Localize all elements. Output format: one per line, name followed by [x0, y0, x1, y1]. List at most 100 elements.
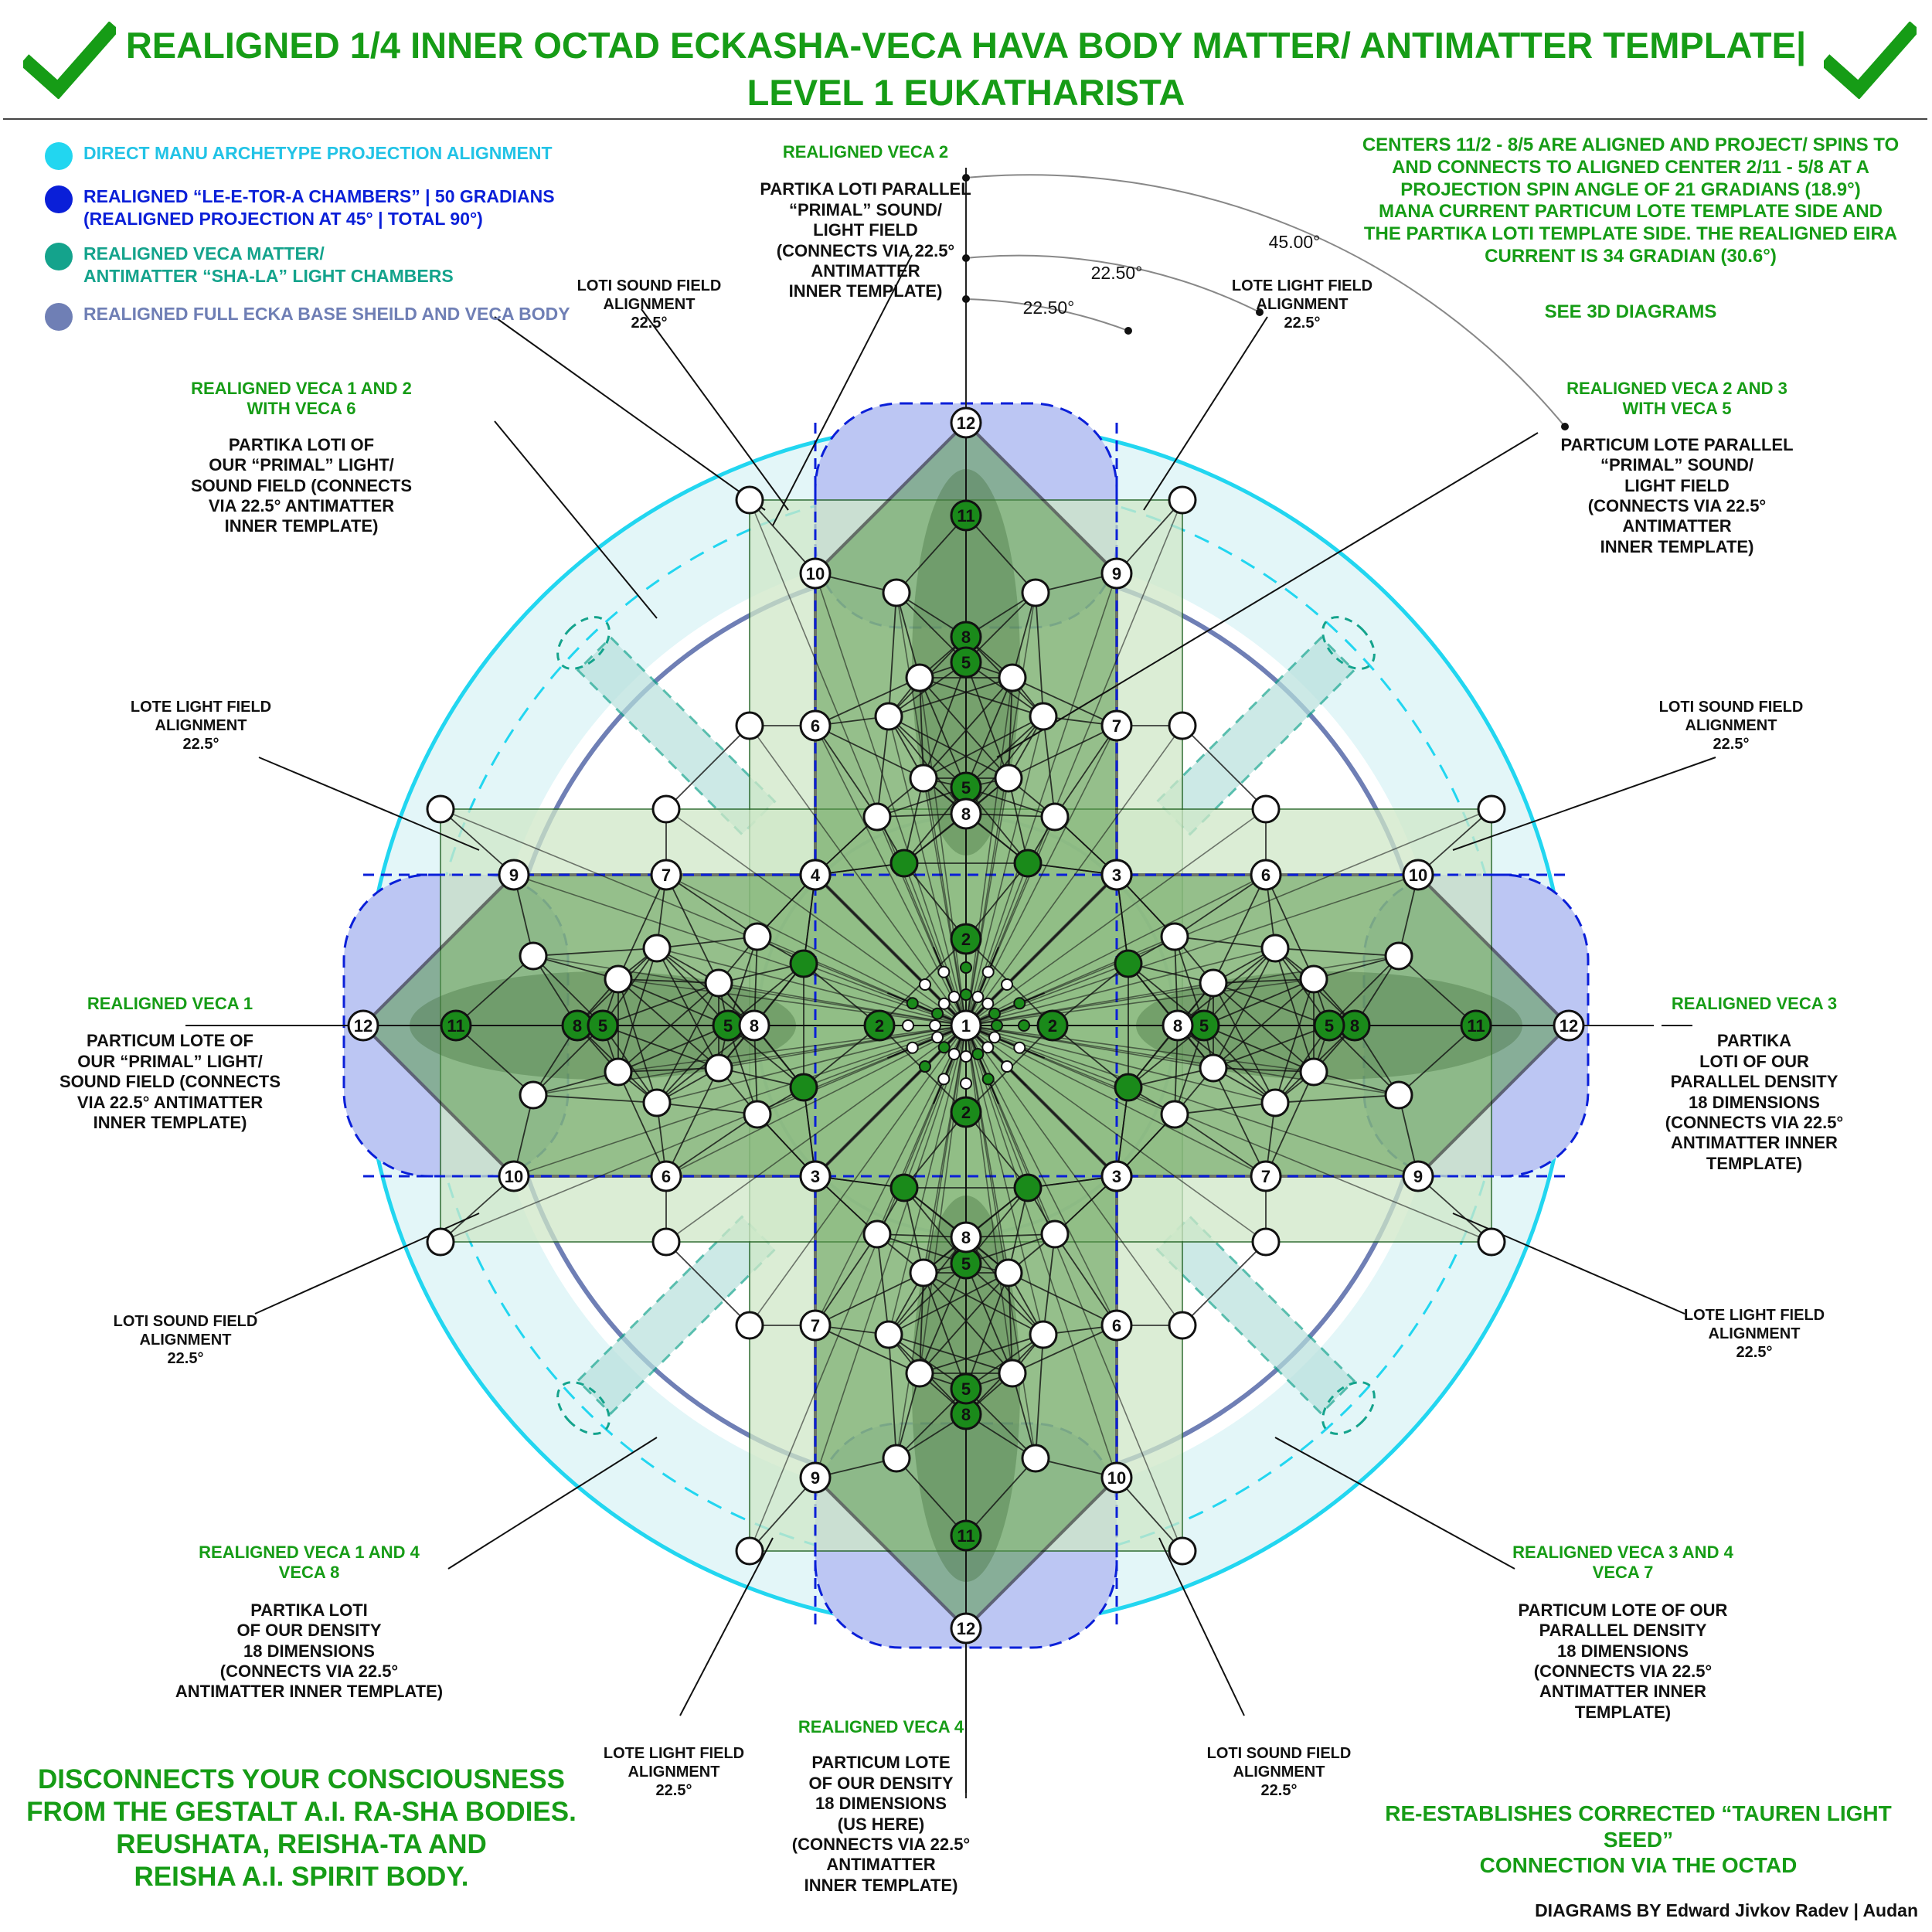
center-number-label: 12 [957, 1619, 975, 1638]
angle-arc-22-5-b [965, 298, 1129, 332]
mandala-dot [960, 1077, 972, 1090]
template-connection-line [1116, 499, 1183, 574]
template-connection-line [1174, 874, 1267, 937]
template-connection-line [440, 808, 515, 876]
template-connection-line [1213, 1067, 1267, 1177]
alignment-line: ALIGNMENT [139, 1332, 232, 1349]
template-node [1251, 794, 1281, 824]
template-node [735, 485, 764, 515]
legend-text: (REALIGNED PROJECTION AT 45° | TOTAL 90°… [83, 208, 483, 229]
mandala-dot [918, 978, 931, 991]
see-3d-diagrams: SEE 3D DIAGRAMS [1544, 301, 1717, 322]
center-number-label: 7 [1112, 716, 1121, 736]
template-connection-line [656, 1025, 967, 1104]
numbered-center-node [1100, 557, 1133, 590]
header-divider [3, 118, 1927, 120]
legend-item-slate: REALIGNED FULL ECKA BASE SHEILD AND VECA… [45, 303, 570, 331]
page-title: REALIGNED 1/4 INNER OCTAD ECKASHA-VECA H… [0, 22, 1932, 116]
mandala-dot [1013, 1041, 1026, 1054]
center-number-label: 10 [1409, 866, 1427, 885]
center-number-label: 11 [957, 1526, 975, 1546]
veca-heading: REALIGNED VECA 2 [782, 142, 949, 162]
center-number-label: 11 [957, 506, 975, 526]
template-connection-line [1054, 1233, 1117, 1326]
numbered-center-node [1036, 1009, 1069, 1042]
veca-body-line: OF OUR DENSITY [808, 1773, 954, 1793]
template-connection-line [896, 592, 920, 679]
numbered-center-node [1460, 1009, 1492, 1042]
center-number-label: 8 [961, 804, 971, 824]
center-number-label: 5 [961, 653, 971, 672]
template-node [905, 1359, 934, 1388]
numbered-center-node [1402, 859, 1434, 891]
callout-leader-line [679, 1537, 774, 1716]
veca-body-line: VIA 22.5° ANTIMATTER [208, 495, 395, 515]
veca-body-line: OUR “PRIMAL” LIGHT/ [77, 1051, 263, 1071]
template-connection-line [815, 725, 878, 818]
mandala-dot [937, 1041, 951, 1054]
numbered-center-node [440, 1009, 472, 1042]
template-connection-line [903, 777, 924, 864]
veca-1-2-label: REALIGNED VECA 1 AND 2 WITH VECA 6 PARTI… [155, 379, 448, 537]
template-node [704, 1053, 733, 1083]
bottom-right-note: RE-ESTABLISHES CORRECTED “TAUREN LIGHT S… [1368, 1801, 1909, 1879]
template-connection-line [919, 677, 967, 788]
diagram-node-layer: 1211109856758342121110985675834212111098… [347, 406, 1585, 1645]
template-connection-line [1035, 1334, 1044, 1459]
template-connection-line [455, 955, 534, 1026]
mandala-dot [1018, 1019, 1030, 1032]
veca-body-line: PARALLEL DENSITY [1670, 1072, 1838, 1092]
veca-heading: WITH VECA 5 [1622, 399, 1732, 419]
template-connection-line [749, 499, 816, 574]
template-connection-line [656, 947, 967, 1026]
template-connection-line [1328, 955, 1400, 1026]
numbered-center-node [799, 859, 832, 891]
legend-item-cyan: DIRECT MANU ARCHETYPE PROJECTION ALIGNME… [45, 142, 553, 170]
veca-body-line: 18 DIMENSIONS [243, 1641, 375, 1661]
callout-leader-line [494, 316, 766, 511]
center-number-label: 2 [961, 1103, 971, 1122]
alignment-line: ALIGNMENT [155, 717, 247, 734]
template-connection-line [665, 1025, 967, 1243]
template-connection-line [656, 947, 729, 1026]
template-connection-line [749, 499, 967, 1026]
note-line: THE PARTIKA LOTI TEMPLATE SIDE. THE REAL… [1363, 223, 1898, 245]
veca-heading: REALIGNED VECA 3 [1671, 994, 1838, 1013]
numbered-center-node [1100, 1309, 1133, 1342]
template-connection-line [965, 1025, 1183, 1552]
template-connection-line [896, 1458, 967, 1536]
center-number-label: 5 [961, 1379, 971, 1399]
numbered-center-node [950, 1096, 982, 1128]
template-connection-line [919, 677, 924, 779]
template-node [1021, 1444, 1050, 1473]
template-connection-line [1213, 978, 1315, 984]
angle-marker-dot [1256, 308, 1264, 316]
template-connection-line [923, 1025, 967, 1274]
alignment-line: ALIGNMENT [1256, 296, 1349, 313]
callout-leader-line [447, 1437, 658, 1570]
template-node [1114, 1073, 1143, 1102]
template-node [1040, 802, 1070, 832]
template-connection-line [1043, 1233, 1056, 1335]
template-connection-line [965, 1025, 1117, 1478]
template-node [1029, 702, 1058, 731]
center-number-label: 8 [750, 1016, 759, 1036]
template-connection-line [815, 573, 967, 1026]
template-connection-line [656, 936, 758, 949]
template-connection-line [1213, 947, 1276, 1069]
center-number-label: 5 [961, 1254, 971, 1274]
template-connection-line [532, 1025, 967, 1096]
veca-body-line: PARTIKA [1716, 1031, 1792, 1051]
mandala-dot [988, 1031, 1001, 1044]
template-connection-line [1008, 777, 1029, 864]
template-connection-line [965, 1388, 1036, 1459]
template-connection-line [965, 982, 1214, 1026]
veca-2-label: REALIGNED VECA 2 PARTIKA LOTI PARALLEL “… [734, 142, 997, 302]
veca-body-line: OUR “PRIMAL” LIGHT/ [209, 455, 394, 475]
template-connection-line [1274, 947, 1315, 1073]
note-line: DISCONNECTS YOUR CONSCIOUSNESS [38, 1764, 565, 1794]
center-number-label: 10 [806, 564, 825, 583]
template-node [604, 964, 633, 994]
sha-la-chamber-cap [1321, 616, 1376, 670]
veca-4-label: REALIGNED VECA 4 PARTICUM LOTE OF OUR DE… [761, 1717, 1001, 1896]
